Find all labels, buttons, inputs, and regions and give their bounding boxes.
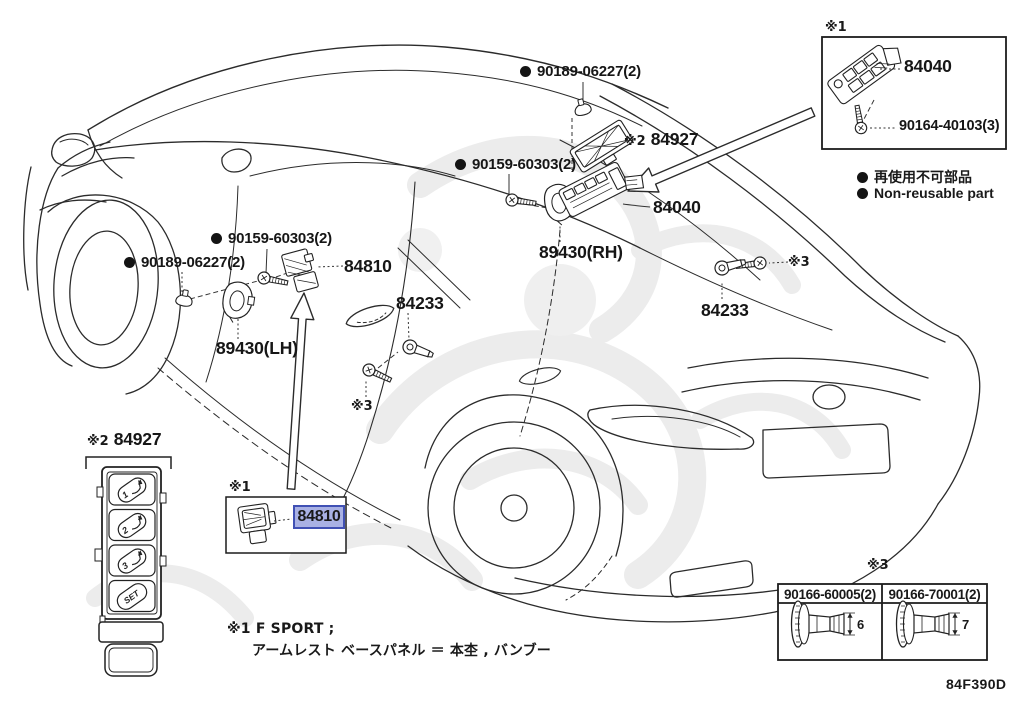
- door-cut-line: [335, 181, 416, 513]
- roof-screw-lh-part: [256, 270, 290, 290]
- seat-memory-detail: 1 2 3: [85, 456, 172, 677]
- callout-roof-screw-lh[interactable]: 90159-60303(2): [211, 231, 332, 246]
- callout-lock-lh[interactable]: 89430(LH): [216, 338, 298, 358]
- marker-2: ※2: [87, 434, 109, 449]
- callout-roof-screw-rh[interactable]: 90159-60303(2): [455, 157, 576, 172]
- front-switch-part: [281, 248, 319, 293]
- seat-memory-button-set: SET: [116, 583, 148, 610]
- footnote-line1: ※1 F SPORT ;: [227, 621, 335, 637]
- seat-memory-button-1: 1: [117, 477, 147, 503]
- inset-front-switch-marker: ※1: [229, 480, 251, 495]
- car-line-art: [23, 44, 981, 623]
- inset-contents: [237, 44, 961, 648]
- arrow-to-master-switch: [627, 107, 816, 193]
- callout-courtesy-front[interactable]: 84233: [396, 293, 444, 313]
- roof-clip-rh-part: [571, 96, 593, 118]
- callout-seat-memory-rh[interactable]: ※2 84927: [624, 129, 699, 149]
- inset-front-switch-part: [237, 503, 277, 545]
- seat-memory-switch-part: [569, 119, 634, 173]
- grommet-dim-2: 7: [962, 617, 970, 632]
- arrow-to-front-switch: [286, 292, 315, 490]
- footnote-line2: アームレスト ベースパネル ＝ 本杢 , バンブー: [252, 643, 552, 659]
- marker-3-rear: ※3: [788, 255, 810, 270]
- marker-3-front: ※3: [351, 399, 373, 414]
- rear-wheel: [427, 421, 601, 595]
- grommet-dim-1: 6: [857, 617, 865, 632]
- front-bumper-edge: [23, 166, 32, 291]
- master-switch-part: [558, 161, 645, 217]
- roof-clip-lh-part: [174, 288, 195, 308]
- drawing-code: 84F390D: [946, 676, 1007, 692]
- callout-roof-clip-rh[interactable]: 90189-06227(2): [520, 64, 641, 79]
- seat-memory-button-3: 3: [117, 548, 147, 574]
- callout-master-switch[interactable]: 84040: [653, 197, 701, 217]
- legend-en: Non-reusable part: [857, 185, 994, 201]
- bracket-line: [85, 456, 172, 469]
- inset-master-screw-label[interactable]: 90164-40103(3): [899, 118, 1000, 134]
- inset-seat-memory-heading[interactable]: ※2 84927: [87, 429, 162, 449]
- door-handle-rear: [518, 367, 562, 385]
- non-reusable-dot: [857, 171, 868, 183]
- non-reusable-dot: [857, 187, 868, 199]
- roofline: [87, 44, 669, 131]
- non-reusable-dot: [455, 159, 466, 170]
- non-reusable-dot: [520, 66, 531, 77]
- inset-master-part-label[interactable]: 84040: [904, 56, 952, 76]
- exhaust-tip: [669, 560, 754, 598]
- highlighted-part-84810[interactable]: 84810: [293, 505, 345, 529]
- legend-jp: 再使用不可部品: [857, 167, 972, 187]
- door-handle-front: [345, 304, 395, 328]
- callout-front-switch[interactable]: 84810: [344, 256, 392, 276]
- callout-lock-rh[interactable]: 89430(RH): [539, 242, 623, 262]
- grommet-cell-1-header[interactable]: 90166-60005(2): [784, 587, 876, 602]
- courtesy-switch-front-part: [400, 337, 436, 363]
- non-reusable-dot: [124, 257, 135, 268]
- side-mirror: [50, 132, 96, 167]
- part-glyphs: [174, 96, 768, 387]
- taillight: [587, 404, 755, 450]
- grommet-cell-2-header[interactable]: 90166-70001(2): [888, 587, 981, 602]
- front-wheel: [53, 199, 159, 369]
- rear-emblem: [812, 384, 846, 410]
- svg-text:3: 3: [120, 560, 130, 571]
- callout-courtesy-rear[interactable]: 84233: [701, 300, 749, 320]
- courtesy-switch-rear-part: [712, 254, 748, 278]
- front-wheel-arch: [47, 194, 182, 395]
- rear-wheel-arch: [424, 394, 624, 557]
- roof-screw-rh-part: [504, 192, 538, 210]
- non-reusable-dot: [211, 233, 222, 244]
- lock-lh-part: [219, 279, 258, 326]
- inset-master-switch-part: [827, 44, 902, 105]
- svg-text:2: 2: [119, 525, 130, 537]
- callout-roof-clip-lh[interactable]: 90189-06227(2): [124, 255, 245, 270]
- rear-deck-line: [611, 83, 959, 337]
- license-plate-recess: [762, 423, 891, 479]
- marker-2: ※2: [624, 134, 646, 149]
- inset-master-marker: ※1: [825, 20, 847, 35]
- pointer-arrows: [286, 107, 816, 490]
- svg-text:1: 1: [120, 489, 130, 500]
- inset-grommets-marker: ※3: [867, 558, 889, 573]
- seat-memory-button-2: 2: [117, 512, 147, 539]
